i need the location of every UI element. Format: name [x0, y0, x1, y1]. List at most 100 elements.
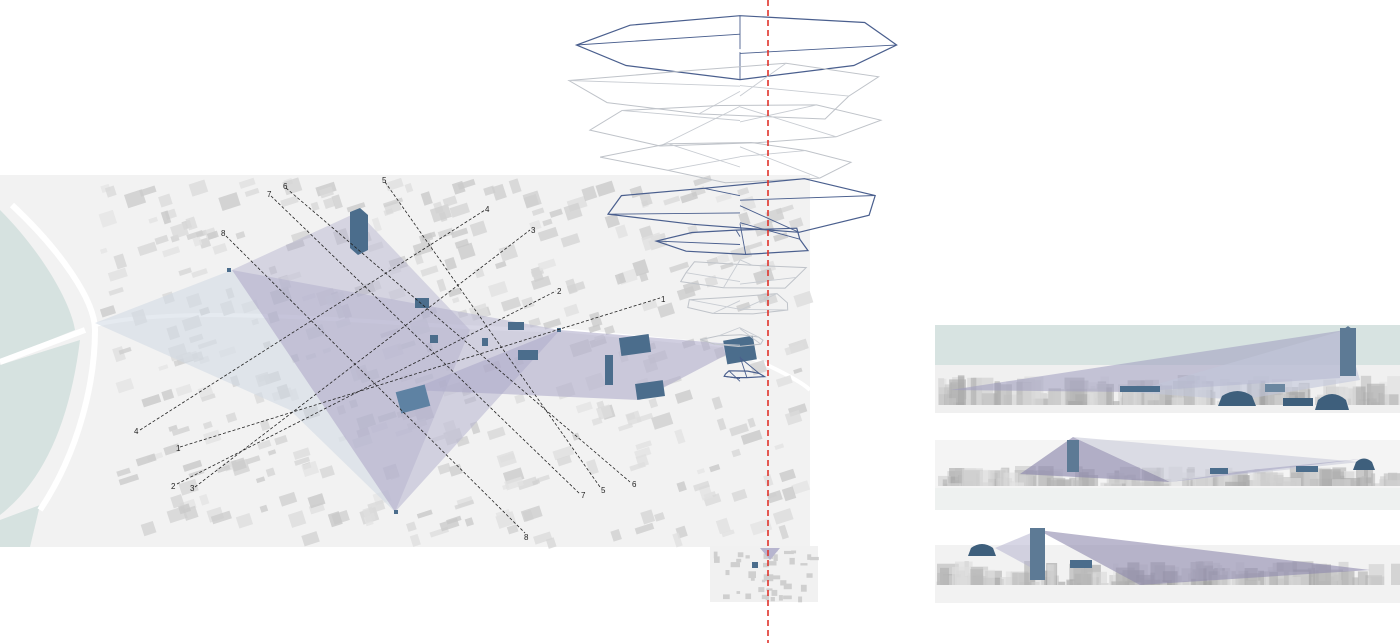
inset-block: [737, 552, 744, 558]
label-1-end: 1: [176, 444, 181, 453]
city-block: [531, 207, 545, 216]
city-block: [168, 424, 178, 432]
city-block: [693, 175, 712, 187]
city-block: [531, 275, 552, 291]
city-block: [307, 493, 326, 509]
city-block: [203, 429, 222, 445]
wireframe-strut: [739, 308, 788, 311]
label-5-start: 5: [382, 176, 387, 185]
city-block: [632, 259, 650, 277]
city-block: [235, 512, 254, 529]
elevation-2-skyline: [938, 466, 1400, 486]
skyline-building: [1315, 396, 1321, 405]
city-blocks: [98, 175, 814, 549]
city-block: [135, 453, 157, 467]
city-block: [449, 202, 470, 218]
city-block: [140, 520, 157, 537]
inset-block: [789, 557, 795, 565]
wireframe-strut: [714, 343, 741, 346]
skyline-building: [1371, 473, 1376, 486]
city-block: [409, 533, 421, 547]
city-block: [498, 243, 519, 262]
city-block: [545, 537, 557, 549]
city-block: [188, 469, 205, 478]
city-block: [635, 440, 652, 451]
elevation-panel-1: [935, 325, 1400, 413]
skyline-building: [1147, 400, 1159, 405]
skyline-building: [1367, 383, 1385, 405]
inset-block: [714, 556, 720, 563]
skyline-building: [1380, 394, 1399, 405]
city-block: [610, 529, 622, 542]
city-block: [323, 197, 335, 209]
city-block: [124, 189, 147, 209]
city-block: [793, 367, 803, 375]
city-block: [267, 449, 277, 456]
city-block: [486, 426, 506, 441]
inset-block: [809, 556, 819, 561]
city-block: [504, 476, 524, 491]
city-block: [549, 208, 563, 218]
city-block: [388, 264, 402, 276]
skyline-building: [1154, 387, 1166, 405]
city-block: [371, 217, 382, 232]
city-block: [175, 383, 193, 397]
city-block: [412, 240, 434, 257]
skyline-building: [1003, 394, 1022, 405]
city-block: [495, 260, 507, 270]
skyline-building: [1012, 572, 1018, 585]
wireframe-strut: [739, 104, 817, 123]
city-block: [171, 425, 190, 437]
city-block: [680, 191, 699, 204]
city-block: [287, 510, 307, 528]
wireframe-strut: [739, 146, 820, 179]
skyline-building: [1208, 391, 1216, 405]
elevation-panel-3: [935, 528, 1400, 603]
city-block: [672, 532, 683, 548]
skyline-building: [1341, 571, 1355, 585]
leader-6: [285, 187, 631, 483]
landmark-block-2: [635, 380, 665, 400]
skyline-building: [1283, 481, 1296, 486]
city-block: [634, 446, 652, 459]
wireframe-strut: [723, 259, 741, 289]
inset-block: [783, 583, 792, 590]
leader-7: [270, 195, 581, 495]
city-block: [737, 187, 750, 197]
inset-view-cone: [760, 548, 780, 560]
city-block: [268, 265, 278, 275]
elevation-1-dome-2: [1218, 391, 1256, 406]
city-block: [319, 465, 335, 479]
city-block: [604, 325, 616, 336]
city-block: [537, 226, 559, 242]
river-road: [0, 202, 99, 512]
city-block: [709, 464, 721, 473]
city-block: [596, 400, 605, 409]
skyline-building: [1126, 478, 1132, 486]
elevation-2-low-2: [1296, 466, 1318, 472]
city-block: [416, 509, 433, 519]
river: [0, 210, 75, 360]
inset-map: [710, 546, 819, 603]
city-block: [442, 195, 458, 208]
wireframe-strut: [739, 259, 753, 266]
elevation-1-pavilion: [1283, 398, 1313, 406]
skyline-building: [1309, 478, 1319, 486]
skyline-building: [1182, 477, 1189, 486]
skyline-building: [1075, 394, 1090, 405]
city-block: [657, 302, 675, 318]
inset-landmark: [752, 562, 758, 568]
city-block: [634, 522, 655, 535]
city-block: [474, 267, 485, 279]
city-block: [182, 459, 203, 472]
city-block: [225, 412, 238, 423]
city-block: [716, 417, 727, 431]
city-block: [491, 183, 507, 201]
city-block: [188, 179, 209, 197]
inset-block: [736, 558, 742, 563]
city-block: [257, 439, 272, 450]
city-block: [259, 504, 269, 513]
elevation-3-low-1: [1070, 560, 1092, 568]
city-block: [615, 224, 629, 239]
river-bottom: [0, 505, 40, 547]
